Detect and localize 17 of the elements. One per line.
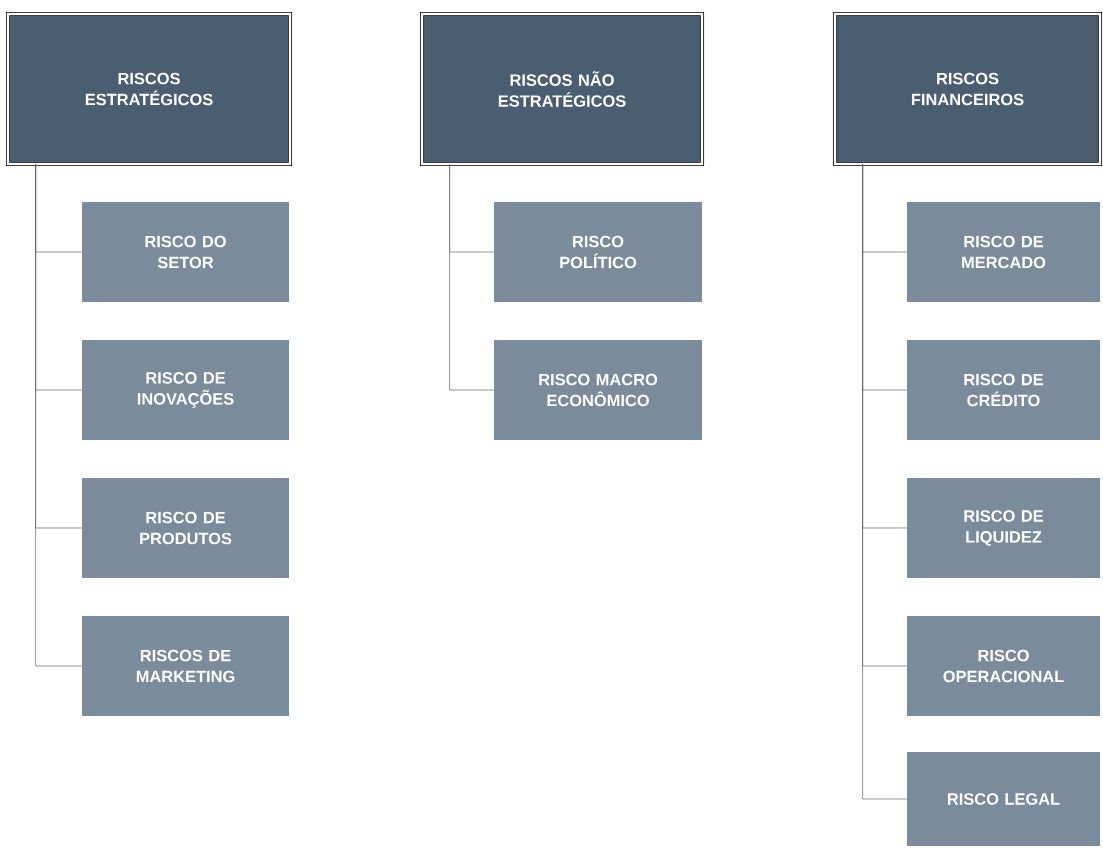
risk-box: RISCO DO SETOR xyxy=(82,202,289,302)
risk-box: RISCO DE CRÉDITO xyxy=(907,340,1100,440)
connector-line xyxy=(449,164,495,391)
risk-box: RISCO DE INOVAÇÕES xyxy=(82,340,289,440)
risk-box: RISCO DE PRODUTOS xyxy=(82,478,289,578)
risk-box: RISCOS DE MARKETING xyxy=(82,616,289,716)
risk-box: RISCO POLÍTICO xyxy=(494,202,702,302)
risk-box: RISCO MACRO ECONÔMICO xyxy=(494,340,702,440)
risk-box: RISCO LEGAL xyxy=(907,752,1100,846)
connector-line xyxy=(862,164,908,800)
connector-line xyxy=(35,164,83,667)
header-box: RISCOS ESTRATÉGICOS xyxy=(5,11,293,167)
risk-box: RISCO OPERACIONAL xyxy=(907,616,1100,716)
header-box: RISCOS FINANCEIROS xyxy=(832,11,1103,167)
risk-box: RISCO DE LIQUIDEZ xyxy=(907,478,1100,578)
risk-box: RISCO DE MERCADO xyxy=(907,202,1100,302)
header-box: RISCOS NÃO ESTRATÉGICOS xyxy=(419,11,705,167)
